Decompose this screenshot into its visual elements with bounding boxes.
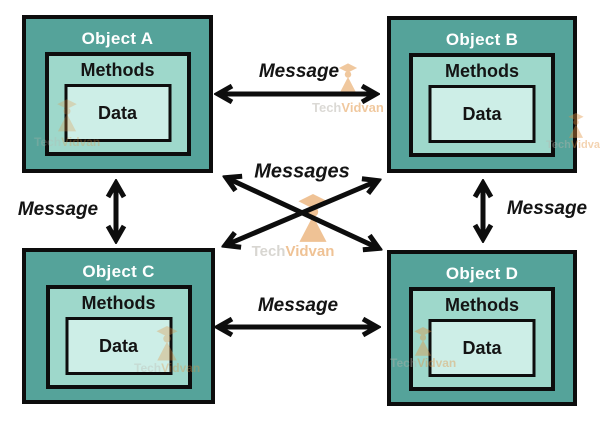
arrow-a-d — [227, 178, 378, 248]
object-b-data-box: Data — [428, 85, 536, 143]
object-d-data-label: Data — [462, 337, 502, 358]
object-c-data-label: Data — [98, 335, 138, 356]
object-d-data-box: Data — [428, 319, 536, 377]
object-d-methods-label: Methods — [445, 295, 519, 315]
watermark-techvidvan-center: TechVidvan — [250, 194, 336, 261]
object-d-title: Object D — [445, 264, 519, 283]
object-c-title: Object C — [82, 262, 155, 281]
object-a-title: Object A — [81, 29, 154, 48]
object-c-methods-box: Methods Data — [45, 285, 192, 389]
object-a-methods-box: Methods Data — [44, 52, 191, 156]
label-message-right: Message — [506, 198, 588, 219]
label-messages-center: Messages — [254, 160, 350, 183]
watermark-text: TechVidvan — [251, 243, 335, 260]
arrow-c-b — [226, 181, 377, 245]
object-b-title: Object B — [445, 30, 519, 49]
object-b-box: Object B Methods Data — [387, 16, 577, 173]
object-a-data-label: Data — [97, 102, 137, 123]
object-b-methods-box: Methods Data — [409, 53, 555, 157]
object-c-box: Object C Methods Data — [22, 248, 215, 404]
object-c-data-box: Data — [65, 317, 172, 375]
watermark-text: TechVidvan — [312, 100, 384, 115]
label-message-bottom: Message — [257, 295, 339, 316]
object-a-box: Object A Methods Data — [22, 15, 213, 173]
object-d-box: Object D Methods Data — [387, 250, 577, 406]
object-b-methods-label: Methods — [445, 61, 519, 81]
object-a-data-box: Data — [64, 84, 171, 142]
label-message-top: Message — [258, 61, 340, 82]
techvidvan-logo-icon — [298, 194, 328, 242]
object-b-data-label: Data — [462, 103, 502, 124]
object-a-methods-label: Methods — [80, 60, 155, 80]
label-message-left: Message — [17, 199, 99, 220]
object-c-methods-label: Methods — [81, 293, 156, 313]
object-d-methods-box: Methods Data — [409, 287, 555, 391]
